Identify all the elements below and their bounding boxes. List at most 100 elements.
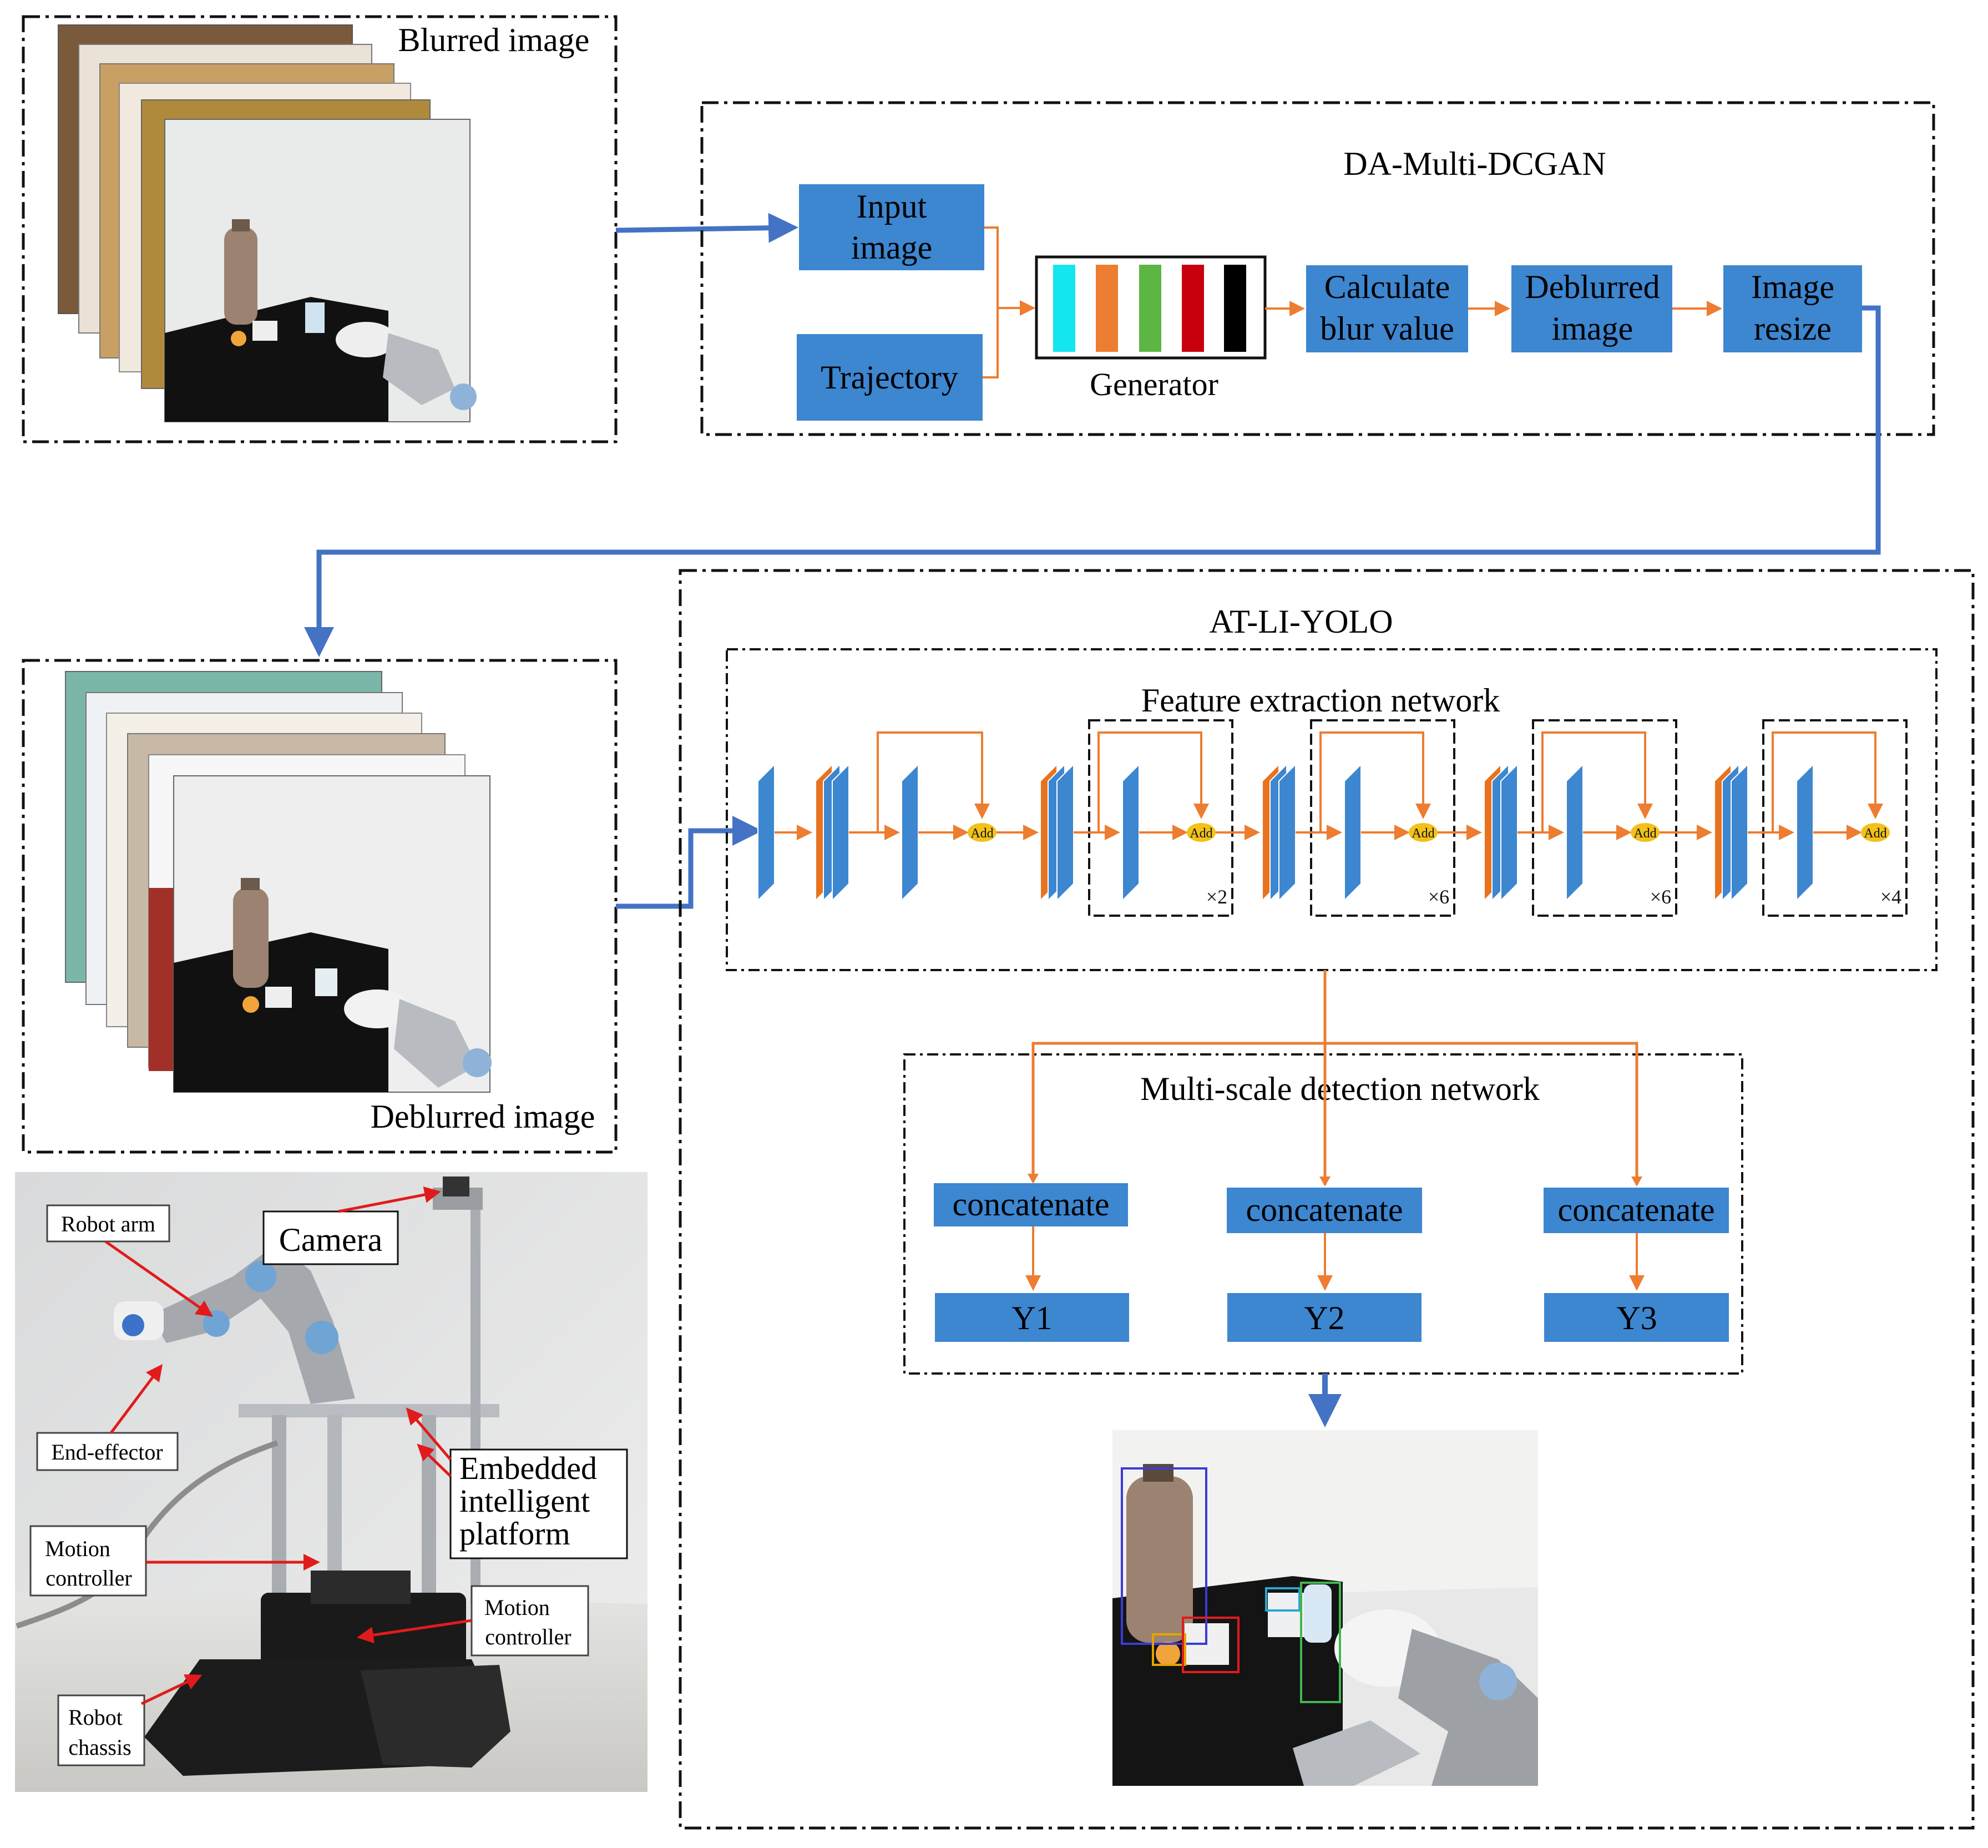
generator-bar-4 (1182, 265, 1204, 352)
deblurred-line1: Deblurred (1525, 269, 1660, 305)
image-resize-box (1723, 265, 1862, 352)
output-y3-box (1544, 1293, 1729, 1342)
arrow-blurred-to-input (615, 213, 798, 243)
stage4-conv-blue-b (1500, 763, 1518, 902)
deblurred-image-panel: Deblurred image (22, 659, 618, 1154)
deblurred-image-title: Deblurred image (371, 1098, 595, 1135)
label-embedded-3: platform (459, 1516, 570, 1552)
concatenate-label-1: concatenate (952, 1186, 1109, 1223)
calculate-blur-box (1306, 265, 1468, 352)
output-y2-label: Y2 (1304, 1300, 1344, 1336)
label-end-effector: End-effector (51, 1440, 163, 1465)
merge-lines (983, 226, 999, 378)
trajectory-label: Trajectory (821, 359, 958, 396)
stage2-repeat-box (1088, 719, 1233, 917)
concatenate-box-3 (1544, 1188, 1729, 1233)
generator-block (1035, 255, 1267, 360)
deblurred-line2: image (1552, 310, 1633, 347)
label-motion-right-2: controller (485, 1624, 571, 1649)
stage4-add-node (1631, 823, 1660, 842)
input-image-line1: Input (857, 188, 927, 225)
stage4-add-label: Add (1633, 826, 1656, 841)
block1-res-layer (901, 763, 919, 902)
label-embedded-1: Embedded (459, 1450, 597, 1486)
deblurred-box (1511, 265, 1672, 352)
stage5-add-label: Add (1864, 826, 1886, 841)
concatenate-box-2 (1227, 1188, 1422, 1233)
stage5-add-node (1861, 823, 1890, 842)
generator-label: Generator (1090, 366, 1218, 402)
blurred-scene-photo (164, 119, 477, 422)
stage2-add-label: Add (1190, 826, 1212, 841)
stage3-res-layer (1344, 763, 1362, 902)
stage3-add-node (1409, 823, 1438, 842)
stage2-repeat-label: ×2 (1206, 886, 1227, 908)
block1-add-node (968, 823, 996, 842)
concatenate-box-1 (934, 1183, 1128, 1226)
detection-network-title: Multi-scale detection network (1140, 1071, 1540, 1107)
generator-bar-2 (1096, 265, 1118, 352)
arrow-resize-to-deblurred-panel (304, 305, 1881, 657)
resize-line2: resize (1754, 310, 1832, 347)
output-y1-label: Y1 (1011, 1300, 1052, 1336)
feature-extraction-box (726, 648, 1938, 971)
calculate-line1: Calculate (1324, 269, 1450, 305)
stage4-res-layer (1566, 763, 1584, 902)
blurred-image-title: Blurred image (398, 22, 590, 58)
stage3-skip (1319, 731, 1431, 832)
stage3-repeat-box (1310, 719, 1455, 917)
arrow-deblurred-to-yolo (616, 816, 762, 909)
label-motion-left-1: Motion (45, 1536, 110, 1561)
blurred-image-panel: Blurred image (22, 15, 618, 443)
label-chassis-2: chassis (68, 1735, 131, 1760)
branch-lines (1031, 1042, 1638, 1185)
input-image-box (799, 184, 984, 270)
robot-callouts: Robot arm Camera End-effector Embedded i… (29, 1186, 628, 1766)
feature-network-layers: Add Add ×2 Add ×6 Add ×6 Add ×4 (757, 719, 1908, 917)
block1-conv-blue-b (832, 763, 849, 902)
stage2-add-node (1187, 823, 1216, 842)
stage4-repeat-box (1532, 719, 1677, 917)
label-motion-right-1: Motion (484, 1595, 550, 1620)
deblurred-scene-photo (173, 775, 492, 1093)
label-camera: Camera (279, 1221, 383, 1258)
label-motion-left-2: controller (45, 1566, 132, 1591)
yolo-title: AT-LI-YOLO (1209, 603, 1393, 640)
da-dcgan-module: DA-Multi-DCGAN Input image Trajectory Ge… (700, 101, 1935, 436)
resize-line1: Image (1751, 269, 1834, 305)
detection-result-photo (1112, 1430, 1538, 1786)
generator-bar-1 (1053, 265, 1075, 352)
stage4-skip (1541, 731, 1653, 832)
stage5-res-layer (1796, 763, 1814, 902)
generator-bar-5 (1224, 265, 1246, 352)
generator-bar-3 (1139, 265, 1161, 352)
da-dcgan-title: DA-Multi-DCGAN (1343, 145, 1606, 182)
trajectory-box (797, 334, 983, 421)
label-chassis-1: Robot (68, 1705, 123, 1730)
label-embedded-2: intelligent (459, 1483, 590, 1519)
concatenate-label-3: concatenate (1557, 1191, 1714, 1228)
stage3-repeat-label: ×6 (1428, 886, 1449, 908)
feature-extraction-title: Feature extraction network (1141, 682, 1500, 719)
calculate-line2: blur value (1320, 310, 1454, 347)
concatenate-label-2: concatenate (1246, 1191, 1403, 1228)
output-y3-label: Y3 (1616, 1300, 1657, 1336)
stage5-skip (1772, 731, 1883, 832)
at-li-yolo-module: AT-LI-YOLO Feature extraction network Ad… (679, 569, 1975, 1830)
output-y2-box (1227, 1293, 1422, 1342)
stage4-repeat-label: ×6 (1650, 886, 1671, 908)
stage3-conv-blue-b (1278, 763, 1296, 902)
block1-skip (877, 731, 990, 832)
stage2-conv-blue-b (1056, 763, 1074, 902)
block1-add-label: Add (970, 826, 993, 841)
input-image-line2: image (851, 229, 933, 266)
stage5-conv-blue-b (1731, 763, 1748, 902)
stage2-skip (1097, 731, 1209, 832)
stage5-repeat-label: ×4 (1880, 886, 1901, 908)
stage2-res-layer (1122, 763, 1140, 902)
label-robot-arm: Robot arm (61, 1211, 155, 1236)
stage3-add-label: Add (1412, 826, 1434, 841)
stage5-repeat-box (1762, 719, 1908, 917)
